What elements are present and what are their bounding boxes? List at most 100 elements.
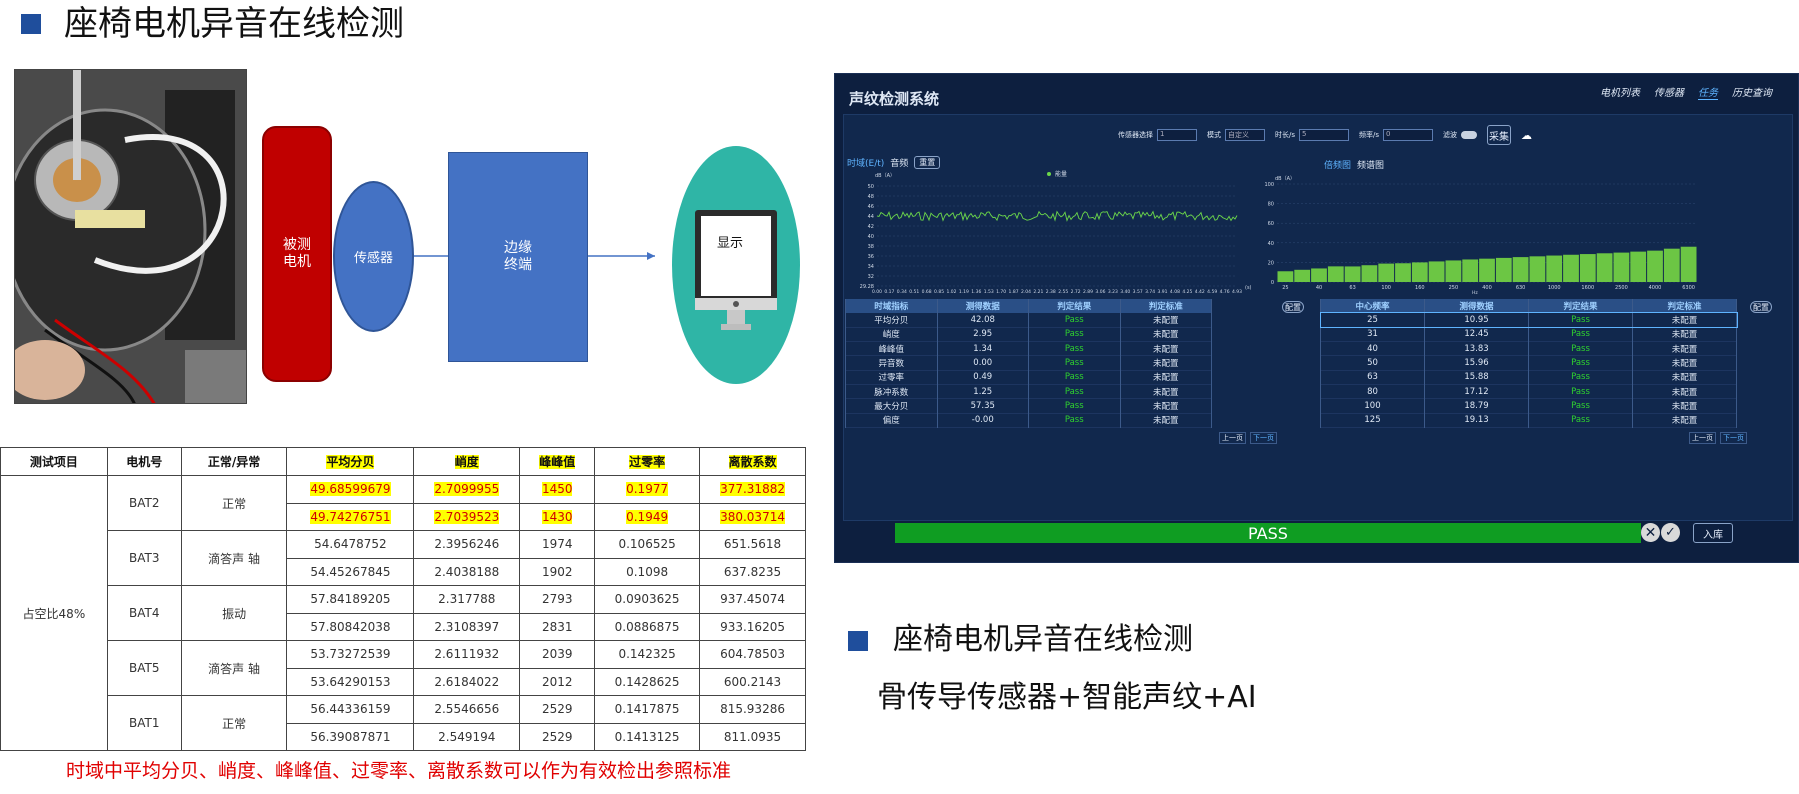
data-cell: 2.95	[936, 327, 1029, 342]
header-peak: 峰峰值	[519, 447, 596, 476]
value-cell: 0.1417875	[594, 695, 701, 724]
sensor-select[interactable]: 1	[1157, 129, 1197, 141]
prev-page-button[interactable]: 上一页	[1689, 432, 1716, 444]
table-header-row: 测试项目 电机号 正常/异常 平均分贝 峭度 峰峰值 过零率 离散系数	[0, 447, 806, 476]
octave-bar	[1428, 261, 1445, 282]
conclusion-note: 时域中平均分贝、峭度、峰峰值、过零率、离散系数可以作为有效检出参照标准	[66, 760, 732, 782]
x-tick-label: 0.34	[897, 289, 907, 295]
motor-cell: BAT2	[106, 475, 182, 531]
motor-cell: BAT4	[106, 585, 182, 641]
value-cell: 2.317788	[413, 585, 521, 614]
table-row: 57.80842038 2.3108397 2831 0.0886875 933…	[1, 612, 806, 641]
cloud-upload-icon[interactable]: ☁	[1521, 128, 1533, 142]
data-cell: 18.79	[1424, 398, 1529, 414]
frequency-label: 频率/s	[1359, 131, 1380, 139]
octave-bar	[1546, 255, 1563, 282]
motor-under-test-block: 被测 电机	[262, 126, 332, 382]
y-tick-label: 80	[1268, 202, 1274, 208]
nav-motor-list[interactable]: 电机列表	[1600, 88, 1640, 99]
x-tick-label: 100	[1381, 285, 1391, 291]
octave-bar	[1378, 263, 1395, 282]
value-cell: 2.7039523	[413, 502, 521, 531]
result-cell: Pass	[1528, 355, 1633, 371]
filter-toggle[interactable]	[1461, 131, 1478, 139]
y-unit-label: dB（A）	[875, 173, 895, 179]
x-tick-label: 2500	[1615, 285, 1628, 291]
nav-sensor[interactable]: 传感器	[1654, 88, 1684, 99]
nav-task[interactable]: 任务	[1698, 84, 1718, 100]
next-page-button[interactable]: 下一页	[1720, 432, 1747, 444]
next-page-button[interactable]: 下一页	[1250, 432, 1277, 444]
octave-bar	[1512, 257, 1529, 282]
x-tick-label: 0.00	[872, 289, 882, 295]
result-cell: Pass	[1028, 327, 1121, 342]
collect-button[interactable]: 采集	[1487, 125, 1512, 145]
nav-history[interactable]: 历史查询	[1732, 88, 1772, 99]
x-tick-label: 400	[1482, 285, 1492, 291]
value-cell: 1450	[519, 475, 596, 504]
reset-button[interactable]: 重置	[914, 156, 941, 169]
result-cell: Pass	[1528, 341, 1633, 356]
tab-audio[interactable]: 音频	[890, 159, 909, 169]
left-chart-tabs: 时域(E/t) 音频 重置	[847, 156, 941, 169]
data-cell: 未配置	[1632, 384, 1737, 399]
test-item-cell: 占空比48%	[0, 475, 108, 751]
data-cell: 40	[1320, 341, 1425, 356]
octave-bar	[1663, 248, 1680, 282]
y-tick-label: 0	[1271, 280, 1274, 286]
prev-page-button[interactable]: 上一页	[1219, 432, 1246, 444]
x-tick-label: 4.93	[1232, 289, 1242, 295]
tab-time-domain[interactable]: 时域(E/t)	[847, 159, 885, 169]
result-cell: Pass	[1028, 398, 1121, 414]
value-cell: 1430	[519, 502, 596, 531]
value-cell: 54.6478752	[286, 530, 415, 559]
store-button[interactable]: 入库	[1693, 523, 1733, 543]
x-tick-label: 4.25	[1182, 289, 1192, 295]
value-cell: 2.6184022	[413, 667, 521, 696]
x-tick-label: 63	[1349, 285, 1355, 291]
left-config-button[interactable]: 配置	[1282, 301, 1304, 313]
accept-icon[interactable]: ✓	[1661, 523, 1680, 542]
reject-icon[interactable]: ✕	[1641, 523, 1660, 542]
header-cell: 判定标准	[1632, 299, 1737, 313]
value-cell: 651.5618	[699, 530, 806, 559]
data-cell: 偏度	[845, 413, 938, 428]
tab-spectrum[interactable]: 频谱图	[1357, 161, 1385, 171]
y-tick-label: 40	[1268, 241, 1274, 247]
motor-cell: BAT3	[106, 530, 182, 586]
value-cell: 811.0935	[699, 722, 806, 751]
right-config-button[interactable]: 配置	[1750, 301, 1772, 313]
data-cell: 平均分贝	[845, 313, 938, 328]
x-tick-label: 2.55	[1058, 289, 1068, 295]
x-tick-label: 250	[1449, 285, 1459, 291]
header-zcr: 过零率	[594, 447, 701, 476]
mode-select[interactable]: 自定义	[1225, 129, 1265, 141]
y-unit-label: dB（A）	[1275, 176, 1295, 182]
frequency-input[interactable]: 0	[1383, 129, 1434, 141]
result-cell: Pass	[1028, 384, 1121, 399]
data-cell: 42.08	[936, 313, 1029, 328]
x-tick-label: 0.51	[909, 289, 919, 295]
tab-octave[interactable]: 倍频图	[1324, 161, 1352, 171]
data-cell: 未配置	[1119, 384, 1212, 399]
duration-input[interactable]: 5	[1299, 129, 1350, 141]
table-row: BAT4 振动 57.84189205 2.317788 2793 0.0903…	[1, 585, 806, 641]
value-cell: 377.31882	[699, 475, 806, 504]
